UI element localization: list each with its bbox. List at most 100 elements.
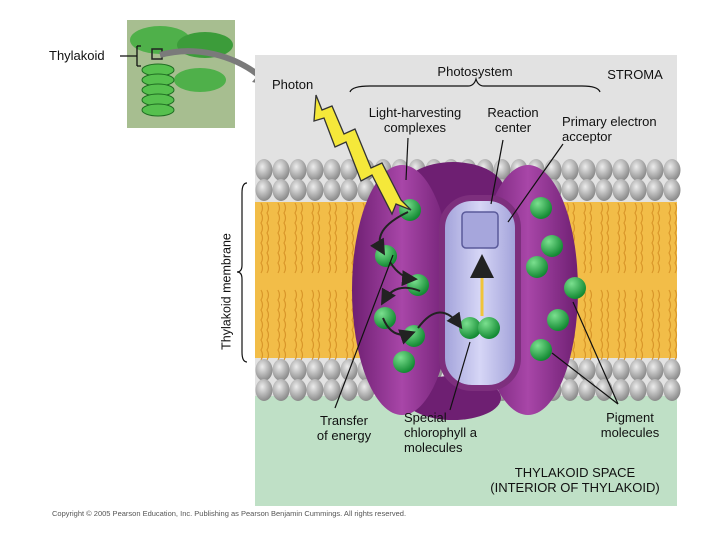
reaction-center: [439, 195, 521, 391]
lipid-head: [306, 359, 324, 381]
lipid-tail: [634, 202, 638, 274]
lipid-head: [629, 359, 647, 381]
lipid-tail: [300, 289, 304, 361]
lipid-head: [663, 379, 681, 401]
lipid-tail: [334, 202, 338, 274]
lipid-head: [646, 159, 664, 181]
lipid-head: [306, 379, 324, 401]
reaction-center-label: Reaction center: [487, 105, 539, 135]
lipid-tail: [617, 202, 621, 274]
energy-transfer-arrows: [370, 211, 463, 345]
chlorophyll-molecule: [564, 277, 586, 299]
chlorophyll-molecule: [393, 351, 415, 373]
lipid-tail: [283, 289, 287, 361]
copyright-text: Copyright © 2005 Pearson Education, Inc.…: [52, 509, 406, 518]
chlorophyll-molecule: [547, 309, 569, 331]
chlorophyll-molecule: [541, 235, 563, 257]
lipid-tail: [668, 202, 672, 274]
lipid-head: [306, 159, 324, 181]
lipid-tail: [640, 202, 644, 274]
special-chlorophyll-pair: [459, 317, 500, 339]
lipid-head: [578, 179, 596, 201]
lipid-tail: [623, 202, 627, 274]
lipid-tail: [351, 202, 355, 274]
thylakoid-membrane-label: Thylakoid membrane: [219, 233, 234, 350]
lipid-tail: [657, 202, 661, 274]
lipid-head: [646, 379, 664, 401]
lipid-tail: [345, 202, 349, 274]
thylakoid-label: Thylakoid: [49, 48, 105, 63]
leader-lines: [334, 137, 619, 411]
lipid-head: [578, 379, 596, 401]
lipid-head: [561, 179, 579, 201]
thylakoid-space-label: THYLAKOID SPACE (INTERIOR OF THYLAKOID): [490, 465, 660, 495]
lipid-head: [612, 179, 630, 201]
lipid-tail: [311, 202, 315, 274]
lipid-tail: [317, 202, 321, 274]
lipid-tail: [657, 289, 661, 361]
lipid-head: [595, 179, 613, 201]
lipid-tail: [674, 202, 678, 274]
photosystem-label: Photosystem: [437, 64, 513, 79]
chlorophyll-molecule: [407, 274, 429, 296]
lipid-head: [340, 159, 358, 181]
lipid-head: [646, 179, 664, 201]
lipid-head: [255, 179, 273, 201]
lipid-tail: [328, 289, 332, 361]
lipid-tail: [600, 202, 604, 274]
lipid-head: [561, 379, 579, 401]
lipid-tail: [317, 289, 321, 361]
zoom-arrow: [159, 48, 264, 81]
lipid-head: [629, 179, 647, 201]
lipid-head: [663, 179, 681, 201]
chlorophyll-molecule: [403, 325, 425, 347]
lipid-tail: [311, 289, 315, 361]
photon-label: Photon: [272, 77, 314, 92]
lipid-tail: [283, 202, 287, 274]
chloroplast-inset: [127, 20, 235, 128]
chlorophyll-molecule: [375, 245, 397, 267]
lipid-head: [612, 359, 630, 381]
lipid-head: [578, 359, 596, 381]
lipid-tail: [634, 289, 638, 361]
lipid-head: [255, 359, 273, 381]
lipid-tail: [300, 202, 304, 274]
chlorophyll-molecule: [530, 197, 552, 219]
electron-label: e⁻: [474, 264, 487, 278]
light-harvesting-label: Light-harvesting complexes: [368, 105, 462, 135]
light-harvesting-complex-left: [352, 165, 452, 415]
lipid-tail: [294, 202, 298, 274]
lipid-head: [612, 159, 630, 181]
lipid-head: [289, 359, 307, 381]
lipid-head: [578, 159, 596, 181]
photon-bolt: [313, 94, 412, 216]
pigment-molecules-label: Pigment molecules: [600, 410, 660, 440]
chlorophyll-molecule: [526, 256, 548, 278]
lipid-head: [289, 179, 307, 201]
lipid-head: [646, 359, 664, 381]
lipid-tail: [260, 202, 264, 274]
photosystem-complex: [352, 162, 578, 420]
thylakoid-bracket: [120, 45, 141, 67]
lipid-head: [255, 379, 273, 401]
lipid-head: [272, 379, 290, 401]
lipid-head: [340, 179, 358, 201]
lipid-tail: [260, 289, 264, 361]
lipid-head: [306, 179, 324, 201]
lipid-tail: [668, 289, 672, 361]
lipid-head: [493, 159, 511, 181]
lipid-head: [629, 379, 647, 401]
lipid-head: [323, 379, 341, 401]
chlorophyll-molecule: [374, 307, 396, 329]
lipid-tail: [606, 202, 610, 274]
lipid-head: [289, 379, 307, 401]
membrane-brace: [236, 182, 248, 363]
lipid-head: [272, 359, 290, 381]
lipid-tail: [589, 202, 593, 274]
lipid-tail: [266, 289, 270, 361]
lipid-head: [612, 379, 630, 401]
lipid-tail: [334, 289, 338, 361]
lipid-head: [323, 159, 341, 181]
lipid-tail: [606, 289, 610, 361]
